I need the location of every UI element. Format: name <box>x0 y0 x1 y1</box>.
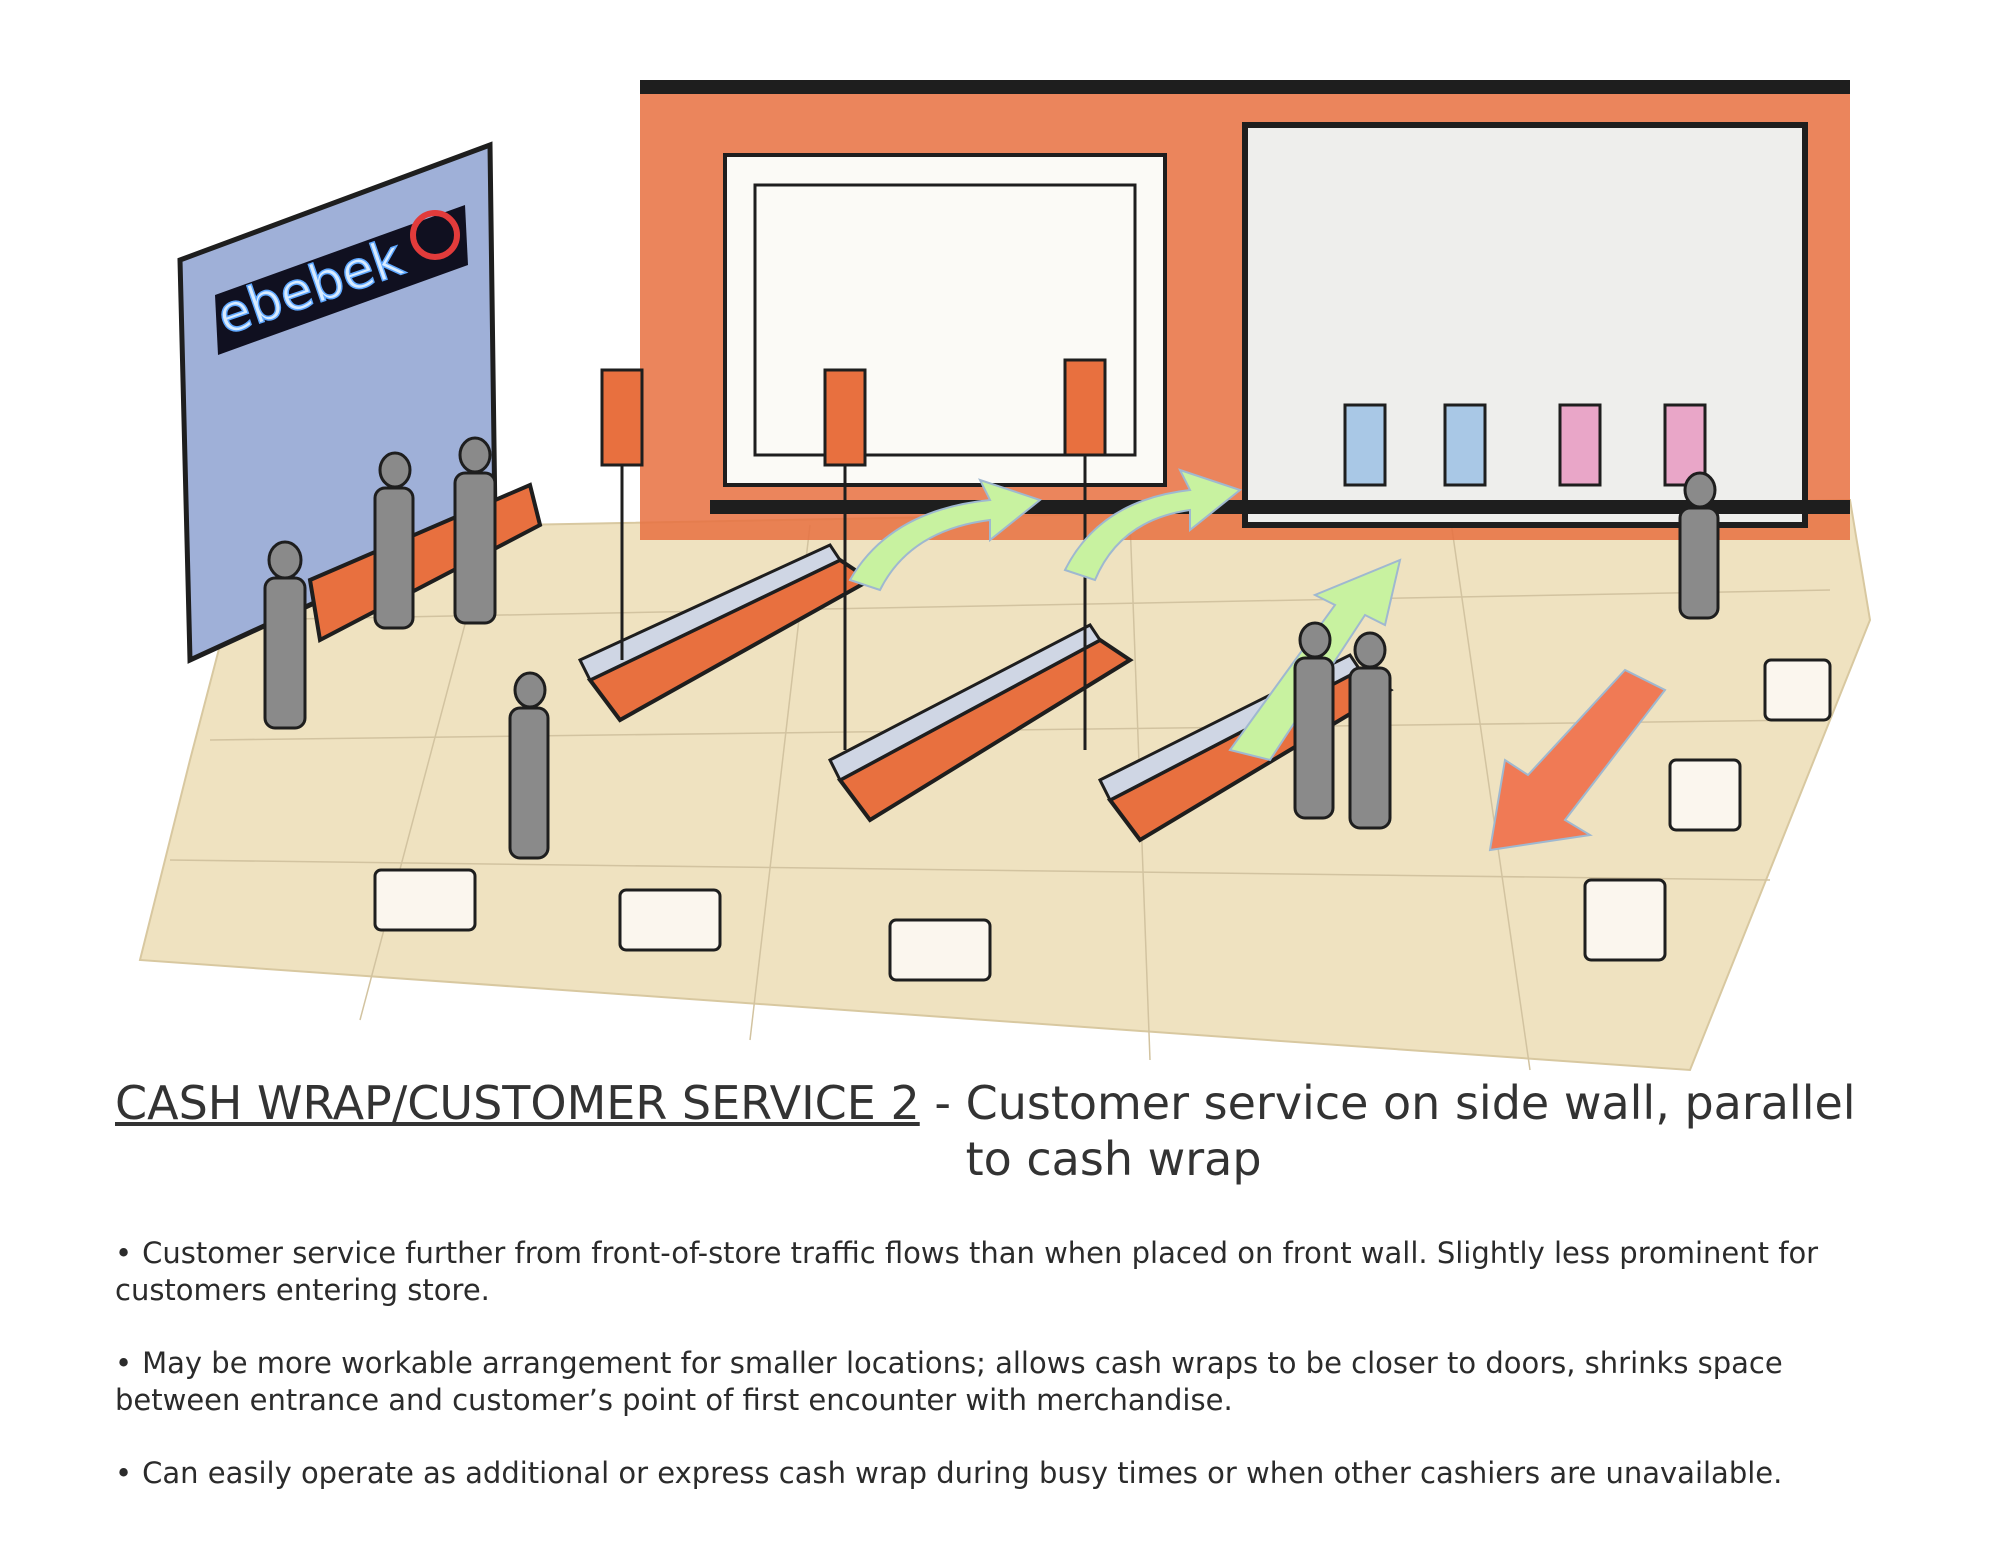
bullet-item: • Can easily operate as additional or exp… <box>115 1455 1895 1492</box>
sketch-svg: ebebek <box>138 80 1872 1072</box>
bullet-list: •Customer service further from front-of-… <box>115 1235 1895 1528</box>
bullet-text: Customer service further from front-of-s… <box>115 1236 1819 1307</box>
entrance-doors <box>1242 122 1808 528</box>
exit-arrow-red <box>1488 668 1667 852</box>
bullet-text: May be more workable arrangement for sma… <box>115 1346 1783 1417</box>
caption-title: CASH WRAP/CUSTOMER SERVICE 2 <box>115 1076 920 1130</box>
store-sketch-illustration: ebebek <box>110 60 1900 1080</box>
exit-arrow-1 <box>848 478 1043 592</box>
exit-arrow-2 <box>1063 468 1243 582</box>
caption-separator: - <box>919 1076 966 1130</box>
bullet-icon: • <box>115 1236 133 1270</box>
bullet-item: •May be more workable arrangement for sm… <box>115 1345 1895 1419</box>
merch-panel-blue-2 <box>1443 403 1487 487</box>
bullet-icon: • <box>115 1346 133 1380</box>
brand-logo-icon <box>410 210 460 260</box>
checkout-lane-2 <box>823 368 1134 823</box>
brand-sign <box>215 205 468 355</box>
bullet-text: Can easily operate as additional or expr… <box>142 1456 1783 1490</box>
shopping-baskets <box>373 658 1832 982</box>
bullet-item: •Customer service further from front-of-… <box>115 1235 1895 1309</box>
merch-panel-pink-1 <box>1558 403 1602 487</box>
checkout-lane-1 <box>577 368 874 723</box>
bullet-icon: • <box>115 1456 133 1490</box>
shoppers <box>263 436 1720 860</box>
caption: CASH WRAP/CUSTOMER SERVICE 2 - Customer … <box>115 1075 1895 1187</box>
caption-subtitle: Customer service on side wall, parallel … <box>965 1076 1856 1186</box>
back-wall-top-trim <box>640 80 1850 94</box>
merch-panel-blue-1 <box>1343 403 1387 487</box>
